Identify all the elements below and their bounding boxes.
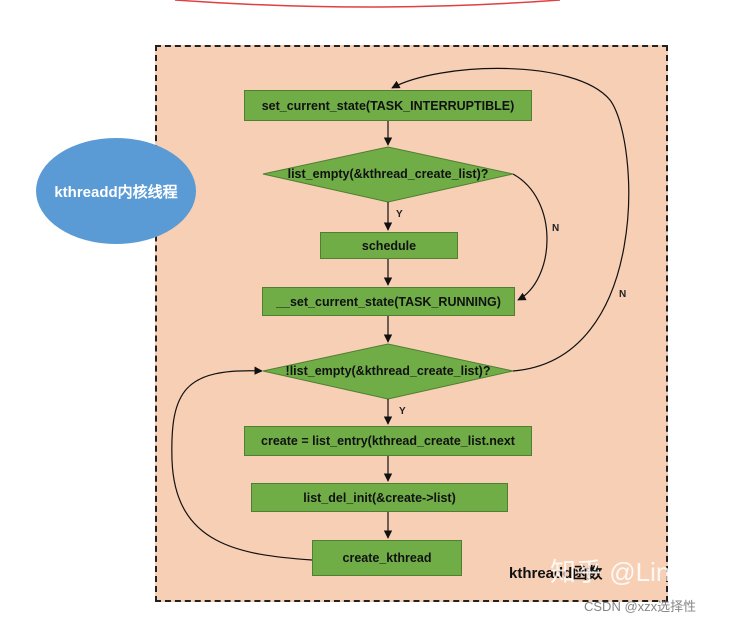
edge-label-y2: Y (399, 406, 406, 417)
edge-create-loop-back (171, 366, 313, 561)
kthreadd-function-panel (155, 45, 668, 602)
top-red-arc (174, 0, 561, 8)
node-set-interruptible: set_current_state(TASK_INTERRUPTIBLE) (244, 90, 532, 121)
node-schedule: schedule (320, 232, 458, 259)
edge-label-n1: N (552, 223, 560, 234)
kthreadd-kernel-thread-ellipse: kthreadd内核线程 (36, 138, 196, 244)
node-create-kthread: create_kthread (312, 540, 462, 576)
node-not-list-empty-text: !list_empty(&kthread_create_list)? (285, 364, 491, 378)
edge-cond2-n-to-top (391, 67, 630, 372)
ellipse-label: kthreadd内核线程 (54, 183, 178, 201)
node-list-del-init: list_del_init(&create->list) (251, 483, 508, 512)
csdn-watermark: CSDN @xzx选择性 (584, 599, 697, 614)
node-list-empty-text: list_empty(&kthread_create_list)? (287, 167, 489, 181)
kthreadd-function-title: kthreadd函数 (509, 565, 603, 582)
edge-label-y1: Y (396, 209, 403, 220)
edge-label-n2: N (619, 289, 627, 300)
node-set-running: __set_current_state(TASK_RUNNING) (262, 287, 515, 316)
zhihu-watermark: 知乎 @Linuxp (550, 557, 713, 587)
node-list-entry: create = list_entry(kthread_create_list.… (244, 426, 532, 456)
edge-cond-n-to-running (512, 173, 548, 301)
